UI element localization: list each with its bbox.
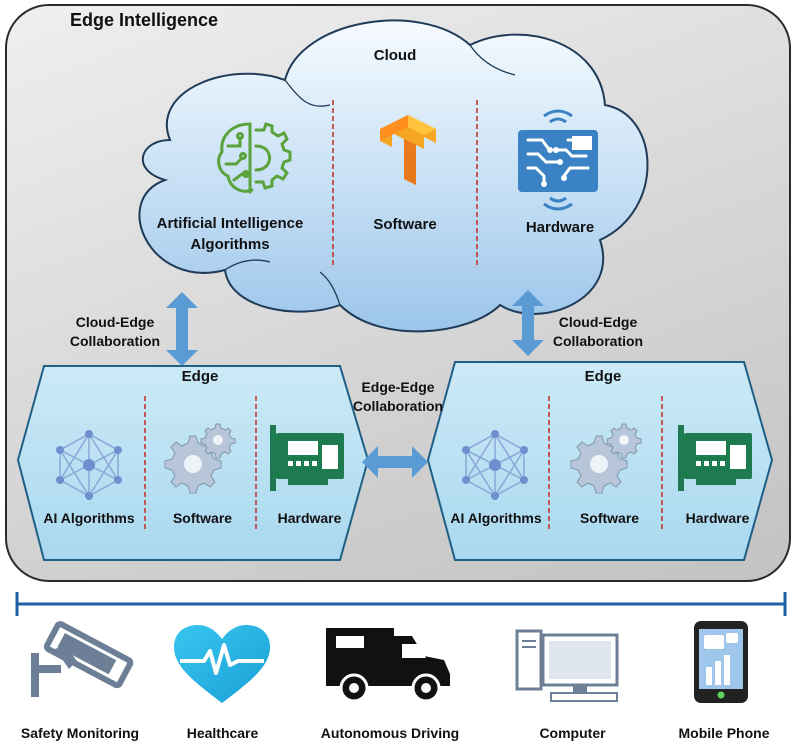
- cloud-ai-label: Artificial Intelligence Algorithms: [156, 215, 304, 253]
- edge-right-title: Edge: [584, 368, 622, 385]
- cloud-hardware-label: Hardware: [525, 219, 595, 236]
- truck-icon: [326, 628, 450, 703]
- edge-left-software-label: Software: [172, 510, 233, 526]
- neural-network-icon: [462, 430, 528, 500]
- network-card-icon: [678, 425, 752, 491]
- app-label-driving: Autonomous Driving: [320, 725, 460, 741]
- cloud-edge-right-label: Cloud-Edge Collaboration: [552, 314, 644, 349]
- circuit-chip-icon: [518, 109, 598, 211]
- gears-icon: [164, 423, 236, 494]
- app-label-healthcare: Healthcare: [186, 725, 259, 741]
- cloud-edge-arrow-right: [512, 290, 544, 356]
- edge-right-software-label: Software: [579, 510, 640, 526]
- security-camera-icon: [31, 621, 134, 697]
- edge-left-hardware-label: Hardware: [277, 510, 342, 526]
- app-label-safety: Safety Monitoring: [20, 725, 140, 741]
- neural-network-icon: [56, 430, 122, 500]
- edge-left-ai-label: AI Algorithms: [43, 510, 135, 526]
- cloud-title: Cloud: [373, 47, 417, 64]
- app-label-mobile: Mobile Phone: [678, 725, 770, 741]
- edge-right-ai-label: AI Algorithms: [450, 510, 542, 526]
- edge-left-title: Edge: [181, 368, 219, 385]
- edge-edge-arrow: [362, 446, 428, 478]
- cloud-edge-arrow-left: [166, 292, 198, 366]
- edge-edge-label: Edge-Edge Collaboration: [352, 379, 444, 414]
- network-card-icon: [270, 425, 344, 491]
- panel-title: Edge Intelligence: [70, 10, 219, 30]
- mobile-phone-icon: [694, 621, 748, 703]
- app-label-computer: Computer: [539, 725, 606, 741]
- edge-right-hardware-label: Hardware: [685, 510, 750, 526]
- desktop-computer-icon: [515, 629, 619, 702]
- cloud-software-label: Software: [373, 216, 437, 233]
- applications-bracket: [15, 592, 787, 616]
- heart-pulse-icon: [174, 625, 270, 703]
- cloud-edge-left-label: Cloud-Edge Collaboration: [69, 314, 161, 349]
- gears-icon: [570, 423, 642, 494]
- brain-gear-icon: [217, 122, 292, 194]
- tensorflow-icon: [380, 115, 436, 185]
